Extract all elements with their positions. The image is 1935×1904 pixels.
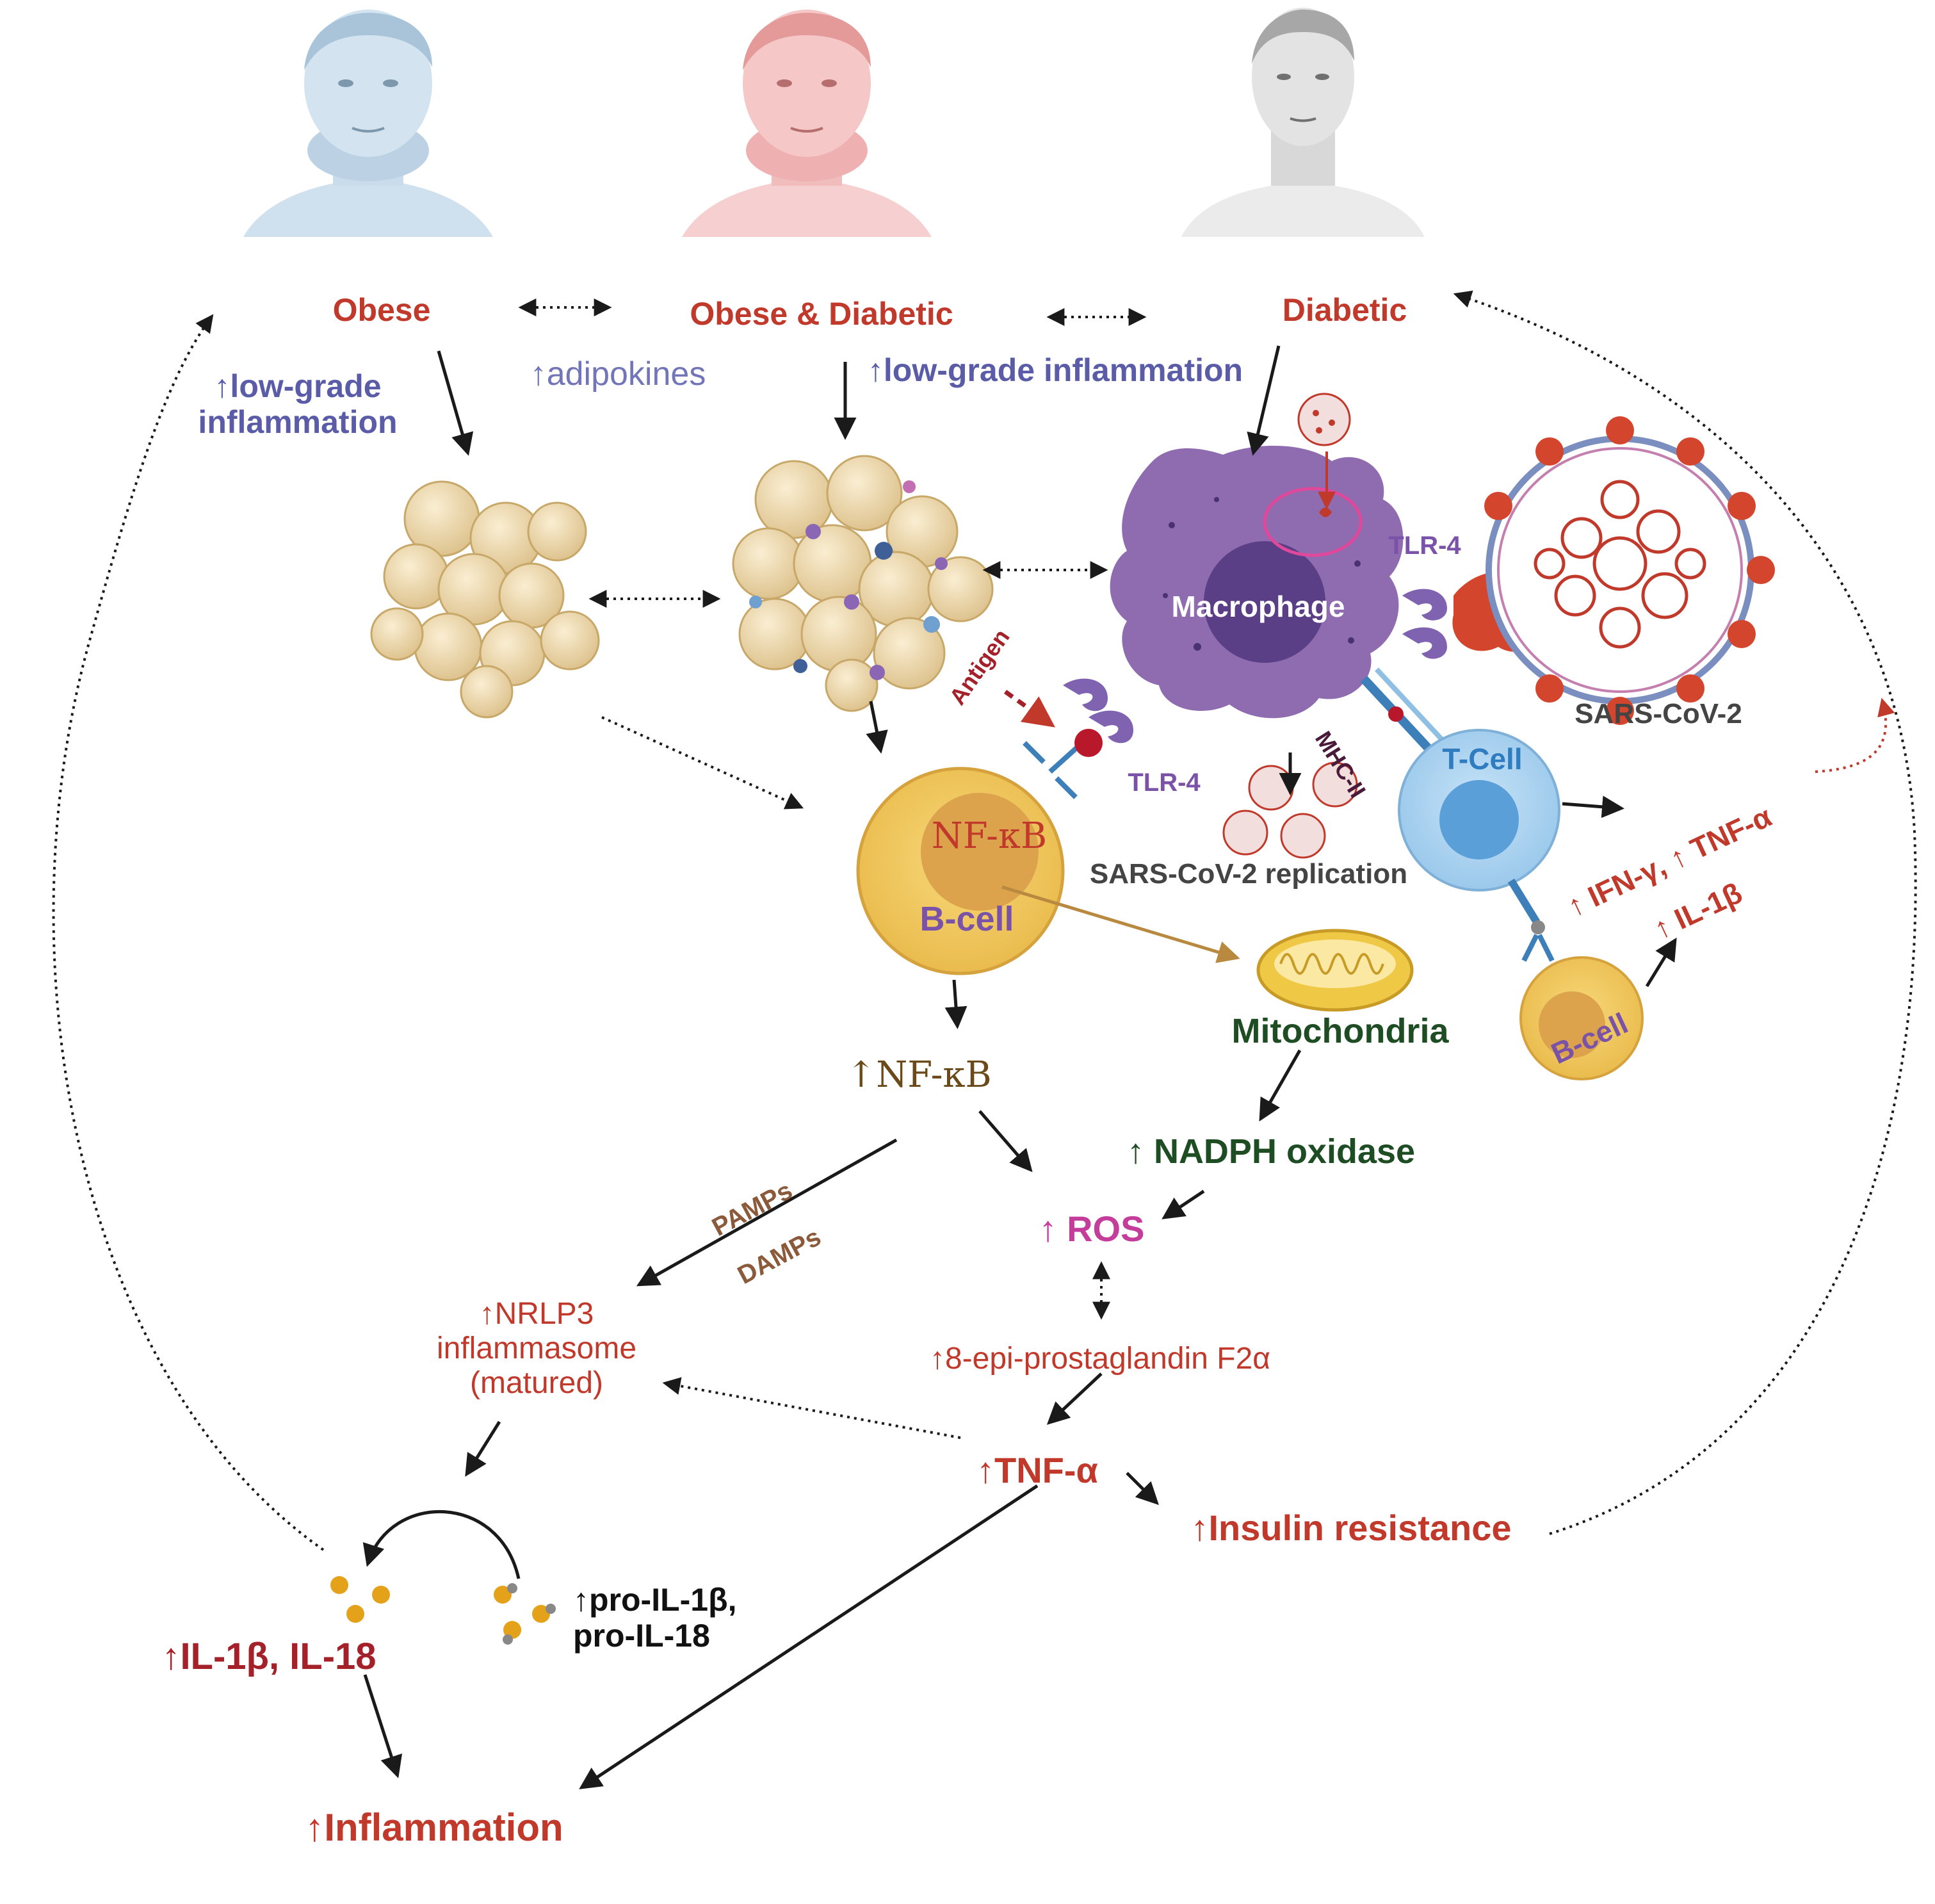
macrophage-cell <box>1110 446 1404 719</box>
tnf-alpha-label: ↑TNF-α <box>976 1450 1098 1490</box>
insulin-resistance-label: ↑Insulin resistance <box>1190 1508 1512 1548</box>
tlr4-bottom-label: TLR-4 <box>1128 769 1201 797</box>
il1b-il18-label: ↑IL-1β, IL-18 <box>161 1636 376 1677</box>
sars-cov-2-replication-label: SARS-CoV-2 replication <box>1089 858 1408 890</box>
prostaglandin-label: ↑8-epi-prostaglandin F2α <box>929 1342 1271 1376</box>
virus-particle-entering <box>1297 393 1351 517</box>
tlr4-receptor-left <box>1063 678 1133 744</box>
sars-cov-2-label: SARS-CoV-2 <box>1575 698 1742 729</box>
inflammation-label: ↑Inflammation <box>305 1806 563 1849</box>
nadph-oxidase-label: ↑ NADPH oxidase <box>1126 1132 1416 1171</box>
nfkb-in-cell-label: NF-κB <box>931 815 1048 857</box>
b-cell-main-label: B-cell <box>919 900 1014 938</box>
dotted-arrows <box>52 290 1917 1551</box>
tlr4-receptor-right <box>1402 589 1447 659</box>
adipokines-label: ↑adipokines <box>530 355 706 393</box>
ros-label: ↑ ROS <box>1039 1208 1145 1249</box>
pro-il-label: ↑pro-IL-1β, pro-IL-18 <box>573 1582 737 1654</box>
obese-person-illustration <box>243 10 493 237</box>
mature-cytokine-particles <box>330 1576 390 1623</box>
small-b-cell <box>1519 956 1644 1080</box>
macrophage-label: Macrophage <box>1171 590 1345 623</box>
t-cell <box>1398 729 1560 891</box>
lean-adipose-tissue-cluster <box>370 480 600 719</box>
sars-cov-2-virus <box>1484 416 1775 725</box>
inflamed-adipose-tissue-cluster <box>732 455 994 712</box>
low-grade-inflammation-diabetic-label: ↑low-grade inflammation <box>867 352 1243 388</box>
solid-arrows <box>362 345 1677 1789</box>
pro-cytokine-particles <box>494 1583 556 1645</box>
main-b-cell <box>856 767 1065 975</box>
antibody-antigen-complex <box>1003 690 1103 799</box>
t-cell-b-cell-link <box>1507 878 1555 962</box>
nlrp3-inflammasome-label: ↑NRLP3 inflammasome (matured) <box>436 1297 637 1400</box>
t-cell-label: T-Cell <box>1442 742 1523 776</box>
mitochondria-label: Mitochondria <box>1231 1012 1449 1050</box>
tlr4-top-label: TLR-4 <box>1388 532 1461 560</box>
mitochondria-arrow <box>1001 885 1240 963</box>
obese-label: Obese <box>332 292 431 328</box>
low-grade-inflammation-obese-label: ↑low-grade inflammation <box>198 368 398 440</box>
diabetic-person-illustration <box>1181 8 1425 237</box>
obese-diabetic-label: Obese & Diabetic <box>690 296 953 332</box>
nfkb-up-label: ↑NF-κB <box>846 1054 992 1096</box>
diabetic-label: Diabetic <box>1282 292 1407 328</box>
obese-diabetic-person-illustration <box>682 10 932 237</box>
red-dotted-arrow <box>1815 697 1895 773</box>
mitochondria-organelle <box>1256 929 1414 1012</box>
